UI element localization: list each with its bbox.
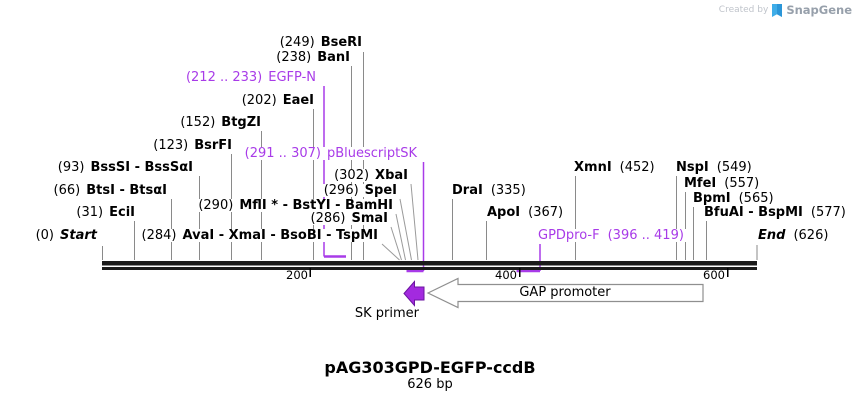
site-pos: (296) — [323, 183, 359, 198]
site-name: MfeI — [684, 176, 717, 191]
site-pos: (549) — [716, 160, 752, 175]
site-label-eaei[interactable]: (202) EaeI — [239, 93, 316, 108]
primer-name: EGFP-N — [268, 70, 316, 85]
axis-label-200: 200 — [286, 268, 308, 282]
site-name: SmaI — [351, 211, 388, 226]
watermark: Created by SnapGene — [719, 3, 852, 17]
site-label-apoi[interactable]: ApoI (367) — [485, 205, 566, 220]
primer-label-gpdpro-f[interactable]: GPDpro-F (396 .. 419) — [536, 229, 686, 242]
site-name: BfuAI - BspMI — [704, 205, 803, 220]
watermark-created-by-text: Created by — [718, 5, 769, 15]
site-label-bfuai-bspmi[interactable]: BfuAI - BspMI (577) — [702, 206, 848, 219]
primer-name: pBluescriptSK — [326, 146, 417, 161]
site-pos: (238) — [276, 50, 312, 65]
map-backbone — [102, 261, 757, 270]
site-label-btsi[interactable]: (66) BtsI - BtsαI — [51, 183, 169, 198]
site-name: XbaI — [375, 168, 408, 183]
site-label-xbai[interactable]: (302) XbaI — [332, 169, 410, 182]
site-label-spei[interactable]: (296) SpeI — [321, 183, 399, 198]
site-pos: (565) — [738, 191, 774, 206]
map-end-label: End (626) — [756, 228, 831, 243]
site-label-mfli-bstyi-bamhi[interactable]: (290) MflI * - BstYI - BamHI — [196, 199, 395, 212]
site-name: BanI — [317, 50, 350, 65]
site-pos: (557) — [724, 176, 760, 191]
axis-ticks — [309, 268, 729, 277]
site-pos: (577) — [810, 205, 846, 220]
site-name: MflI * - BstYI - BamHI — [239, 198, 393, 213]
primer-name: GPDpro-F — [538, 228, 600, 243]
axis-label-400: 400 — [495, 268, 517, 282]
axis-label-600: 600 — [703, 268, 725, 282]
site-label-avai-xmai-bsobi-tspmi[interactable]: (284) AvaI - XmaI - BsoBI - TspMI — [139, 228, 380, 243]
site-pos: (290) — [198, 198, 234, 213]
plasmid-title: pAG303GPD-EGFP-ccdB — [324, 358, 536, 377]
site-label-bani[interactable]: (238) BanI — [274, 51, 352, 64]
site-name: BsrFI — [194, 138, 232, 153]
site-pos: (286) — [310, 211, 346, 226]
site-label-mfei[interactable]: MfeI (557) — [682, 176, 762, 191]
site-name: BssSI - BssSαI — [90, 160, 193, 175]
site-name: XmnI — [574, 160, 612, 175]
site-name: NspI — [676, 160, 709, 175]
site-pos: (93) — [57, 160, 85, 175]
site-name: BtgZI — [221, 115, 261, 130]
watermark-brand-text: SnapGene — [786, 3, 852, 17]
axis-tick-600 — [727, 268, 729, 277]
site-pos: (367) — [528, 205, 564, 220]
site-pos: (452) — [619, 160, 655, 175]
site-label-bsssi[interactable]: (93) BssSI - BssSαI — [55, 160, 195, 175]
site-pos: (66) — [53, 183, 81, 198]
map-start-label: (0) Start — [33, 228, 99, 243]
primer-label-egfp-n[interactable]: (212 .. 233) EGFP-N — [183, 70, 318, 85]
fan-leader-lines — [381, 183, 419, 261]
primer-range: (212 .. 233) — [185, 70, 263, 85]
axis-tick-400 — [519, 268, 521, 277]
site-pos: (202) — [241, 93, 277, 108]
site-label-bsrfi[interactable]: (123) BsrFI — [151, 139, 234, 152]
site-name: SpeI — [364, 183, 397, 198]
site-label-xmni[interactable]: XmnI (452) — [572, 161, 657, 174]
site-name: BtsI - BtsαI — [86, 183, 167, 198]
site-label-drai[interactable]: DraI (335) — [450, 184, 528, 197]
site-label-bpmi[interactable]: BpmI (565) — [691, 192, 776, 205]
primer-range: (291 .. 307) — [244, 146, 321, 161]
site-pos: (31) — [76, 205, 104, 220]
axis-tick-200 — [309, 268, 312, 277]
start-pos: (0) — [35, 228, 55, 243]
primer-label-pbluescriptsk[interactable]: (291 .. 307) pBluescriptSK — [242, 146, 419, 161]
site-name: ApoI — [487, 205, 521, 220]
site-label-bseri[interactable]: (249) BseRI — [277, 35, 364, 50]
end-pos: (626) — [793, 228, 829, 243]
sk-primer-arrow[interactable] — [403, 280, 425, 307]
site-pos: (302) — [334, 168, 370, 183]
site-label-smai[interactable]: (286) SmaI — [308, 211, 390, 226]
plasmid-size: 626 bp — [407, 377, 453, 392]
end-text: End — [758, 228, 786, 243]
site-pos: (152) — [180, 115, 216, 130]
site-name: EciI — [109, 205, 135, 220]
site-name: AvaI - XmaI - BsoBI - TspMI — [182, 228, 378, 243]
site-name: BseRI — [320, 35, 362, 50]
site-name: DraI — [452, 183, 483, 198]
sk-primer-label[interactable]: SK primer — [354, 306, 419, 321]
snapgene-logo-icon — [772, 3, 783, 17]
site-label-ecii[interactable]: (31) EciI — [74, 206, 137, 219]
site-pos: (335) — [490, 183, 526, 198]
site-label-nspi[interactable]: NspI (549) — [674, 161, 754, 174]
site-name: EaeI — [282, 93, 314, 108]
title-block: pAG303GPD-EGFP-ccdB 626 bp — [0, 358, 860, 393]
site-pos: (123) — [153, 138, 189, 153]
gap-promoter-label[interactable]: GAP promoter — [519, 285, 611, 300]
primer-range: (396 .. 419) — [607, 228, 684, 243]
site-label-btgzi[interactable]: (152) BtgZI — [178, 116, 263, 129]
start-text: Start — [60, 228, 97, 243]
site-pos: (284) — [141, 228, 177, 243]
gap-promoter-arrow[interactable] — [426, 277, 704, 309]
site-pos: (249) — [279, 35, 315, 50]
site-name: BpmI — [693, 191, 731, 206]
